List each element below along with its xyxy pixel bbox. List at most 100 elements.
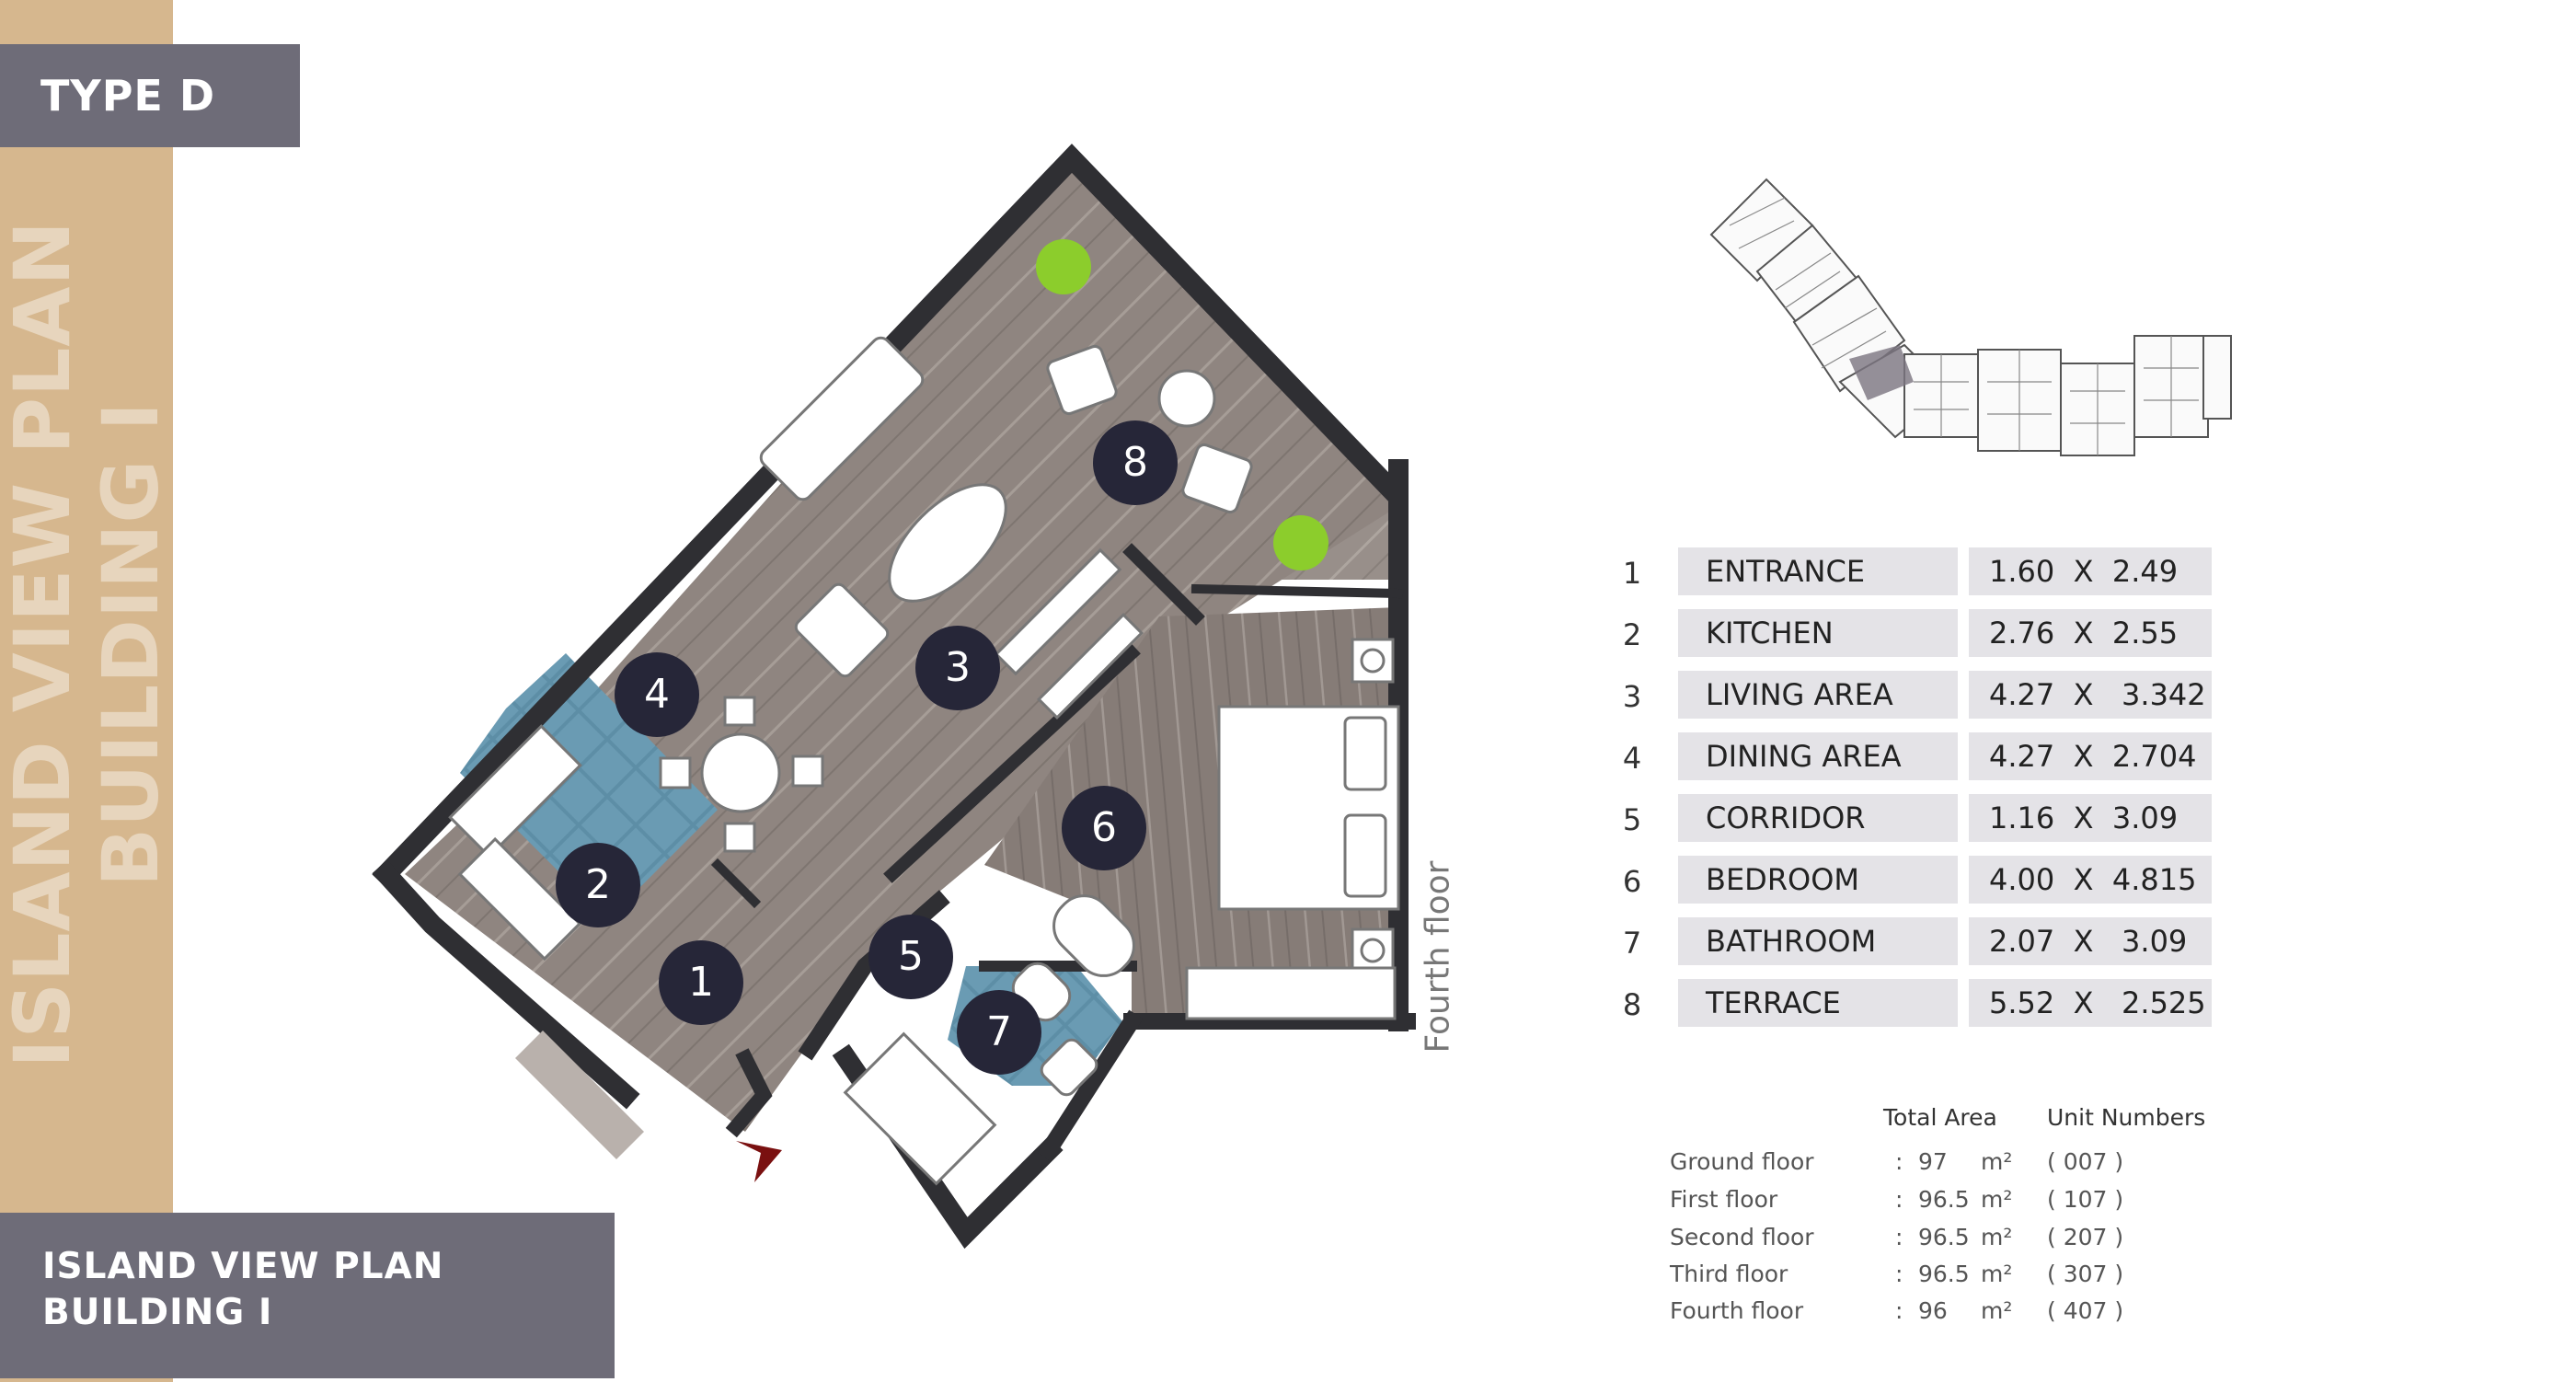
room-marker-1: 1 <box>659 940 743 1025</box>
floor-name: Fourth floor <box>1670 1297 1804 1324</box>
plant <box>1036 239 1091 294</box>
room-number: 6 <box>1622 864 1642 899</box>
room-dimensions: 2.07 X 3.09 <box>1969 917 2212 965</box>
room-name: TERRACE <box>1678 979 1958 1027</box>
room-dimensions: 4.27 X 2.704 <box>1969 732 2212 780</box>
vertical-title-line1: ISLAND VIEW PLAN <box>0 220 87 1068</box>
unit-number: ( 307 ) <box>2047 1261 2124 1287</box>
floor-name: First floor <box>1670 1186 1778 1213</box>
area-value: 96.5 <box>1918 1224 1970 1250</box>
svg-text:6: 6 <box>1091 804 1117 851</box>
room-dimensions: 4.27 X 3.342 <box>1969 671 2212 719</box>
area-value: 96.5 <box>1918 1186 1970 1213</box>
pillow <box>1343 813 1387 898</box>
svg-text:3: 3 <box>945 644 971 691</box>
side-strip <box>0 0 173 1382</box>
room-markers: 1 2 3 4 5 6 7 8 <box>556 420 1178 1075</box>
room-marker-3: 3 <box>915 626 1000 710</box>
area-unit: m² <box>1981 1261 2013 1287</box>
dining-chair <box>659 756 692 789</box>
room-number: 4 <box>1622 741 1642 776</box>
svg-text:1: 1 <box>688 959 714 1006</box>
kitchen-sink <box>448 724 582 858</box>
room-name: ENTRANCE <box>1678 547 1958 595</box>
room-marker-2: 2 <box>556 843 640 927</box>
svg-text:5: 5 <box>898 933 924 980</box>
separator: : <box>1895 1297 1903 1324</box>
plan-badge: ISLAND VIEW PLAN BUILDING I <box>0 1213 615 1378</box>
floor-name: Third floor <box>1670 1261 1788 1287</box>
sideboard <box>1037 613 1144 720</box>
terrace-table <box>1157 369 1216 428</box>
vertical-title-line2: BUILDING I <box>86 401 176 887</box>
room-name: KITCHEN <box>1678 609 1958 657</box>
room-dimensions: 4.00 X 4.815 <box>1969 856 2212 904</box>
dining-table <box>700 732 781 813</box>
plan-badge-line1: ISLAND VIEW PLAN <box>42 1246 444 1287</box>
unit-number: ( 107 ) <box>2047 1186 2124 1213</box>
room-marker-7: 7 <box>957 990 1041 1075</box>
sofa <box>759 336 925 501</box>
svg-text:2: 2 <box>585 861 611 908</box>
room-marker-6: 6 <box>1062 786 1146 870</box>
tv-unit <box>994 547 1122 676</box>
svg-text:4: 4 <box>644 671 670 718</box>
area-unit: m² <box>1981 1297 2013 1324</box>
separator: : <box>1895 1186 1903 1213</box>
room-number: 8 <box>1622 987 1642 1022</box>
separator: : <box>1895 1224 1903 1250</box>
wardrobe <box>1185 966 1397 1020</box>
terrace-chair <box>1046 344 1118 416</box>
floor-name: Ground floor <box>1670 1148 1814 1175</box>
area-unit: m² <box>1981 1148 2013 1175</box>
building-key-plan <box>1709 178 2232 456</box>
entrance-arrow <box>736 1141 782 1182</box>
room-number: 3 <box>1622 679 1642 714</box>
room-name: DINING AREA <box>1678 732 1958 780</box>
room-name: CORRIDOR <box>1678 794 1958 842</box>
bathtub <box>1052 894 1135 977</box>
unit-numbers-header: Unit Numbers <box>2047 1104 2206 1131</box>
sink <box>1040 1038 1098 1097</box>
floor-name: Second floor <box>1670 1224 1814 1250</box>
room-name: BEDROOM <box>1678 856 1958 904</box>
floor-side-label: Fourth floor <box>1419 860 1457 1054</box>
stove <box>457 836 582 962</box>
pillow <box>1343 716 1387 791</box>
entrance-steps <box>515 1031 644 1159</box>
total-area-header: Total Area <box>1883 1104 1997 1131</box>
unit-number: ( 007 ) <box>2047 1148 2124 1175</box>
unit-highlight <box>1849 345 1914 400</box>
separator: : <box>1895 1261 1903 1287</box>
room-dimensions: 1.60 X 2.49 <box>1969 547 2212 595</box>
room-marker-5: 5 <box>868 915 953 999</box>
area-value: 96.5 <box>1918 1261 1970 1287</box>
unit-number: ( 207 ) <box>2047 1224 2124 1250</box>
svg-text:7: 7 <box>986 1008 1012 1055</box>
room-number: 2 <box>1622 617 1642 652</box>
svg-text:8: 8 <box>1122 439 1148 486</box>
room-dimensions: 2.76 X 2.55 <box>1969 609 2212 657</box>
room-dimensions: 5.52 X 2.525 <box>1969 979 2212 1027</box>
armchair <box>794 582 890 678</box>
room-marker-8: 8 <box>1093 420 1178 505</box>
dining-chair <box>791 754 824 788</box>
plan-badge-line2: BUILDING I <box>42 1292 273 1333</box>
floor-plan: 1 2 3 4 5 6 7 8 <box>372 144 1416 1250</box>
terrace-chair <box>1181 443 1253 514</box>
room-dimensions: 1.16 X 3.09 <box>1969 794 2212 842</box>
vertical-title: ISLAND VIEW PLAN BUILDING I <box>0 220 176 1068</box>
area-unit: m² <box>1981 1186 2013 1213</box>
separator: : <box>1895 1148 1903 1175</box>
area-unit: m² <box>1981 1224 2013 1250</box>
area-value: 97 <box>1918 1148 1948 1175</box>
unit-number: ( 407 ) <box>2047 1297 2124 1324</box>
type-badge: TYPE D <box>0 44 300 147</box>
coffee-table <box>888 483 1007 603</box>
room-number: 5 <box>1622 802 1642 837</box>
dining-chair <box>723 822 756 853</box>
shower <box>843 1031 997 1186</box>
room-name: LIVING AREA <box>1678 671 1958 719</box>
room-number: 1 <box>1622 556 1642 591</box>
room-number: 7 <box>1622 926 1642 961</box>
